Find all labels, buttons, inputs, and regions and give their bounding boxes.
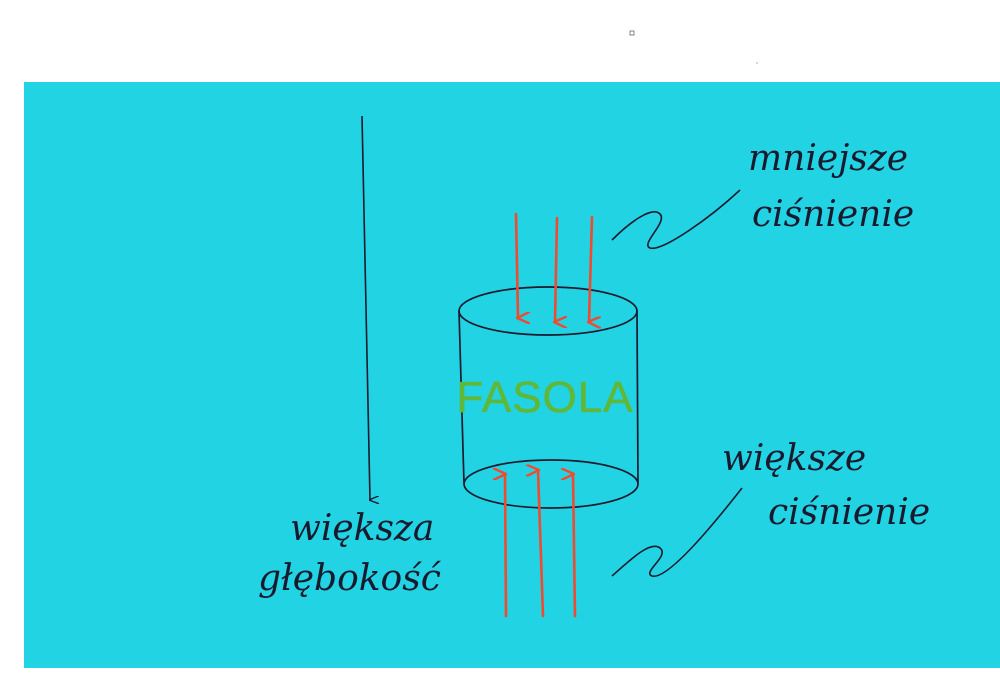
cylinder-left-side	[458, 310, 465, 485]
stray-mark	[629, 30, 635, 36]
top-connector-squiggle	[611, 189, 741, 249]
object-cylinder	[458, 286, 639, 509]
bottom-annotation-line1: większe	[722, 438, 866, 479]
depth-annotation-line2: głębokość	[258, 558, 442, 599]
bottom-pressure-arrows	[505, 470, 577, 618]
top-annotation-line2: ciśnienie	[752, 194, 914, 235]
object-label: FASOLA	[456, 373, 633, 422]
top-pressure-arrows	[514, 212, 592, 322]
cylinder-right-side	[636, 310, 639, 485]
bottom-annotation-line2: ciśnienie	[768, 492, 930, 533]
top-pressure-arrow-2	[555, 216, 557, 322]
cylinder-bottom	[463, 459, 639, 509]
bottom-pressure-arrow-3	[573, 474, 577, 618]
water-background	[24, 82, 1000, 668]
top-annotation-line1: mniejsze	[748, 138, 908, 179]
bottom-pressure-arrow-2	[538, 470, 545, 618]
top-pressure-arrow-1	[514, 212, 518, 318]
bottom-connector-squiggle	[611, 487, 743, 577]
depth-annotation-line1: większa	[290, 508, 434, 549]
bottom-pressure-arrow-1	[505, 474, 508, 618]
stray-dot	[756, 62, 758, 64]
top-pressure-arrow-3	[589, 215, 592, 322]
depth-arrow	[361, 115, 370, 500]
